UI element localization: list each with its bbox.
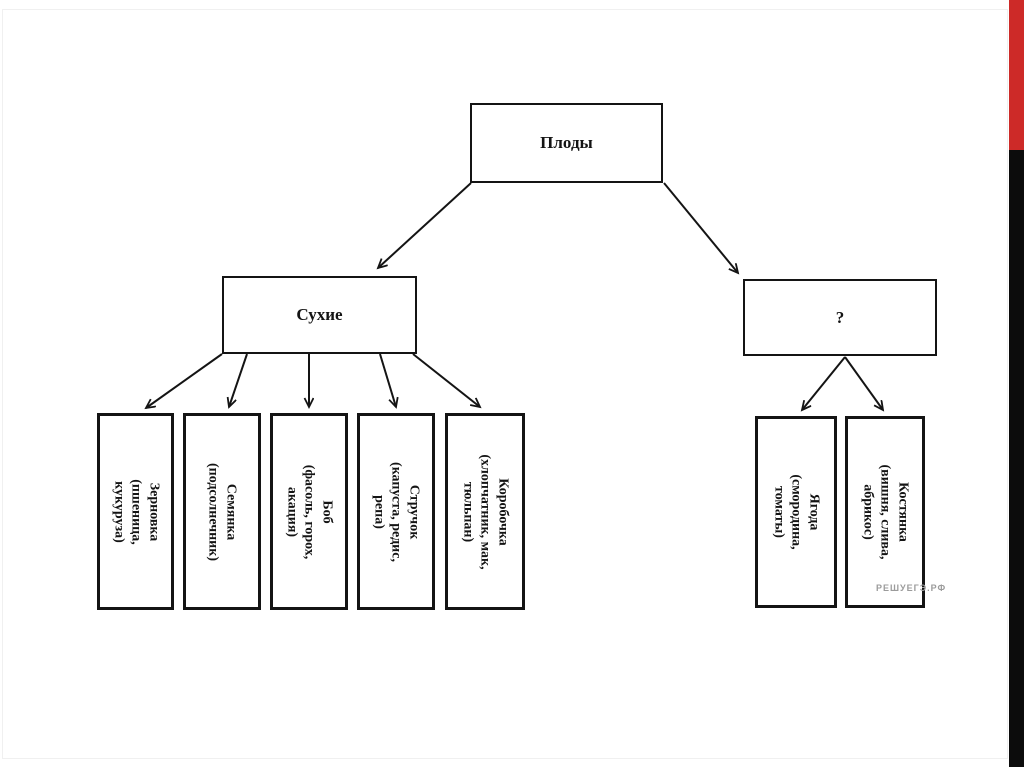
leaf-node-semyanka: Семянка (подсолнечник) (183, 413, 261, 610)
branch-node-dry-label: Сухие (296, 305, 343, 324)
branch-node-unknown-label: ? (835, 307, 845, 327)
accent-bar-red (1009, 0, 1024, 150)
branch-node-unknown: ? (743, 279, 937, 356)
leaf-node-label: Зерновка (пшеница, кукуруза) (110, 478, 161, 545)
watermark-text: РЕШУЕГЭ.РФ (876, 583, 947, 593)
leaf-node-label: Коробочка (хлопчатник, мак, тюльпан) (460, 453, 511, 570)
leaf-node-label: Боб (фасоль, горох, акация) (284, 464, 335, 559)
accent-bar-black (1009, 150, 1024, 767)
leaf-node-label: Костянка (вишня, слива, абрикос) (860, 464, 911, 560)
leaf-node-kostyanka: Костянка (вишня, слива, абрикос) (845, 416, 925, 608)
leaf-node-korobochka: Коробочка (хлопчатник, мак, тюльпан) (445, 413, 525, 610)
leaf-node-struchok: Стручок (капуста, редис, репа) (357, 413, 435, 610)
root-node-label: Плоды (540, 133, 593, 152)
branch-node-dry: Сухие (222, 276, 417, 354)
root-node-fruits: Плоды (470, 103, 663, 183)
leaf-node-yagoda: Ягода (смородина, томаты) (755, 416, 837, 608)
leaf-node-label: Ягода (смородина, томаты) (771, 474, 822, 550)
leaf-node-label: Семянка (подсолнечник) (206, 462, 239, 561)
leaf-node-label: Стручок (капуста, редис, репа) (371, 461, 422, 562)
leaf-node-bob: Боб (фасоль, горох, акация) (270, 413, 348, 610)
leaf-node-zernovka: Зерновка (пшеница, кукуруза) (97, 413, 174, 610)
